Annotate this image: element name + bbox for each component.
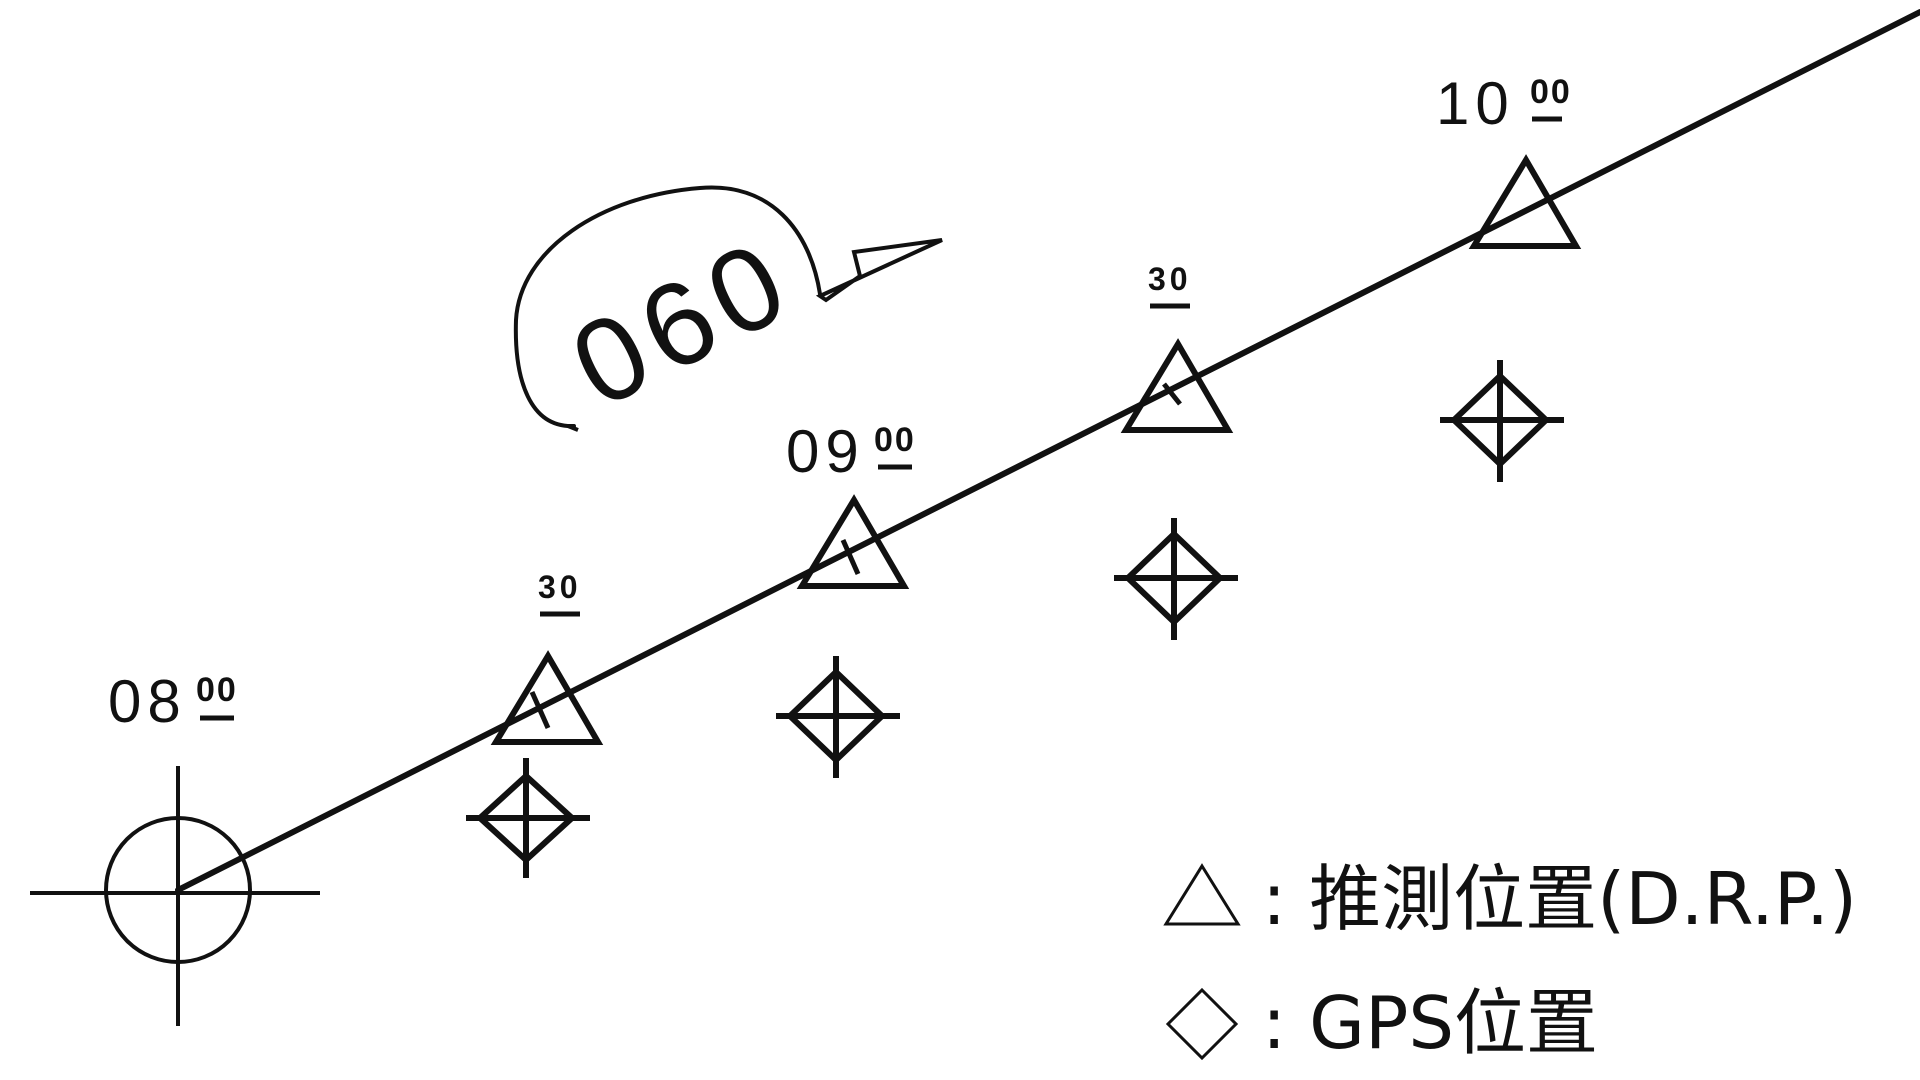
drp-triangle-icon-0900: [796, 494, 910, 589]
drp-triangle-icon-0830: [490, 650, 604, 745]
svg-text:08: 08: [108, 668, 187, 735]
svg-text:10: 10: [1436, 70, 1515, 137]
legend-item-gps: : GPS位置: [1165, 981, 1598, 1065]
course-arrow-icon: [513, 185, 943, 432]
legend-item-drp: : 推測位置(D.R.P.): [1163, 857, 1857, 941]
time-label-0830: 30: [538, 569, 582, 617]
gps-diamond-icon-1000: [1440, 360, 1564, 482]
course-line: [175, 9, 1920, 893]
course-label: 060: [552, 213, 814, 434]
legend: : 推測位置(D.R.P.) : GPS位置: [1163, 857, 1857, 1065]
time-label-0930: 30: [1148, 261, 1192, 309]
time-label-1000: 10 00: [1436, 70, 1572, 137]
svg-text:00: 00: [1530, 73, 1572, 111]
legend-drp-label: : 推測位置(D.R.P.): [1262, 857, 1857, 941]
svg-text:00: 00: [874, 421, 916, 459]
legend-diamond-icon: [1165, 987, 1239, 1061]
svg-text:30: 30: [1148, 261, 1192, 297]
gps-diamond-icon-0930: [1114, 518, 1238, 640]
legend-triangle-icon: [1163, 863, 1241, 926]
svg-text:00: 00: [196, 671, 238, 709]
legend-gps-label: : GPS位置: [1262, 981, 1598, 1065]
svg-text:30: 30: [538, 569, 582, 605]
gps-diamond-icon-0900: [776, 656, 900, 778]
svg-text:09: 09: [786, 418, 865, 485]
gps-diamond-icon-0830: [466, 758, 590, 878]
drp-triangle-icon-0930: [1120, 338, 1234, 433]
time-label-0900: 09 00: [786, 418, 916, 485]
drp-triangle-icon-1000: [1468, 154, 1582, 249]
start-fix-icon: [30, 766, 320, 1026]
time-label-0800: 08 00: [108, 668, 238, 735]
